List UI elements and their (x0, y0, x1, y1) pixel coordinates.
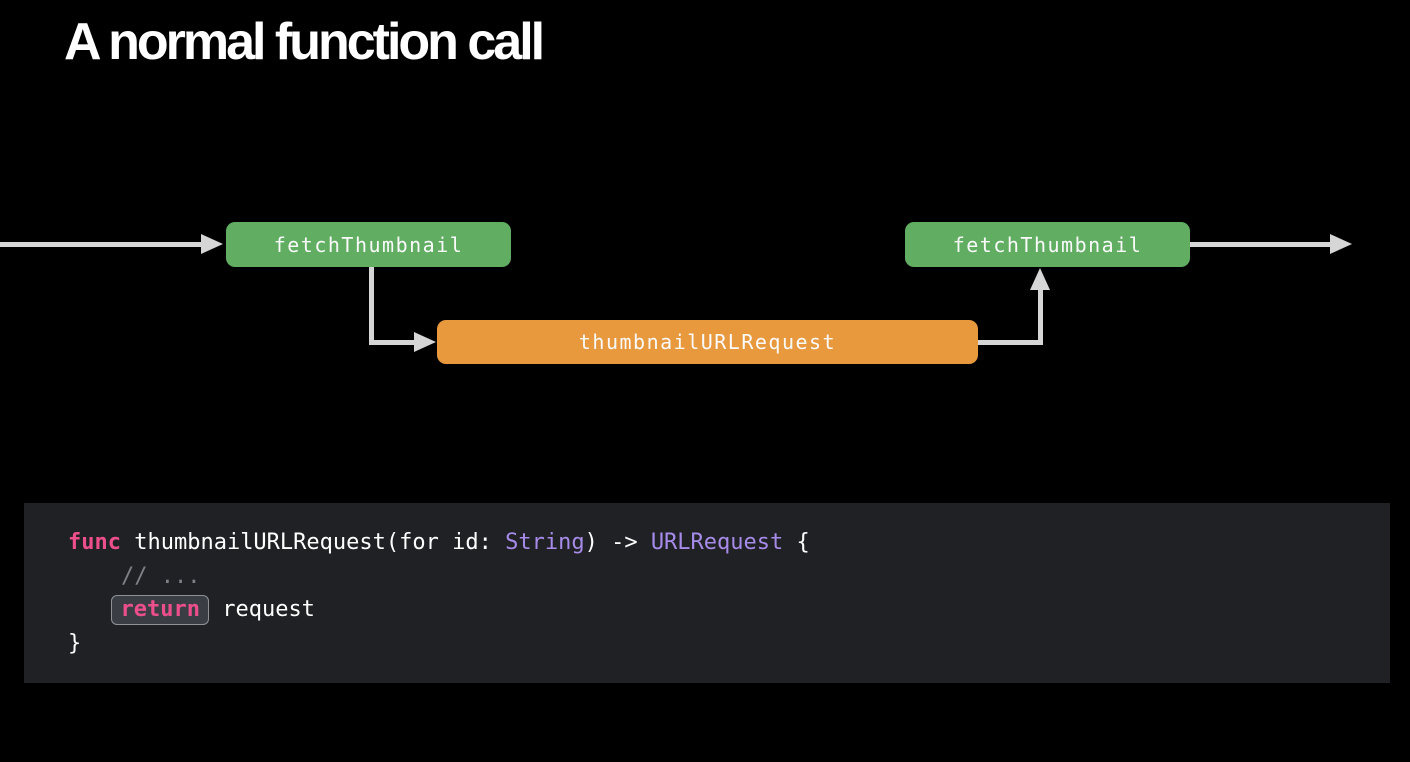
entry-arrow-line (0, 242, 202, 247)
node-fetchthumbnail-2: fetchThumbnail (905, 222, 1190, 267)
return-connector-horizontal (978, 340, 1043, 345)
code-line: } (68, 627, 1390, 661)
call-arrowhead-icon (414, 332, 436, 352)
code-token-keyword: func (68, 530, 121, 555)
exit-arrowhead-icon (1330, 234, 1352, 254)
code-token-type: URLRequest (650, 530, 784, 555)
node-label: fetchThumbnail (273, 232, 464, 257)
code-line: func thumbnailURLRequest(for id: String)… (68, 526, 1390, 560)
code-token-plain: } (68, 630, 82, 656)
entry-arrowhead-icon (201, 234, 223, 254)
call-connector-horizontal (369, 340, 415, 345)
slide-title: A normal function call (64, 13, 545, 71)
return-connector-vertical (1038, 288, 1043, 345)
code-text: func thumbnailURLRequest(for id: String)… (24, 503, 1390, 660)
call-connector-vertical (369, 267, 374, 343)
code-token-plain: request (208, 597, 315, 622)
code-block: func thumbnailURLRequest(for id: String)… (24, 503, 1390, 683)
code-token-comment: // ... (120, 563, 201, 589)
code-line: // ... (68, 560, 1390, 594)
return-arrowhead-icon (1030, 268, 1050, 290)
code-token-keyword-boxed: return (111, 595, 209, 625)
node-label: thumbnailURLRequest (578, 330, 837, 354)
node-label: fetchThumbnail (952, 232, 1143, 257)
code-line: return request (68, 593, 1390, 627)
code-token-plain: thumbnailURLRequest(for id: (120, 530, 506, 555)
node-fetchthumbnail-1: fetchThumbnail (226, 222, 511, 267)
code-token-type: String (505, 530, 585, 555)
node-thumbnailurlrequest: thumbnailURLRequest (437, 320, 978, 364)
exit-arrow-line (1190, 242, 1331, 247)
code-token-plain: ) -> (584, 530, 651, 555)
code-token-plain: { (783, 530, 810, 555)
code-token-plain (68, 564, 121, 589)
